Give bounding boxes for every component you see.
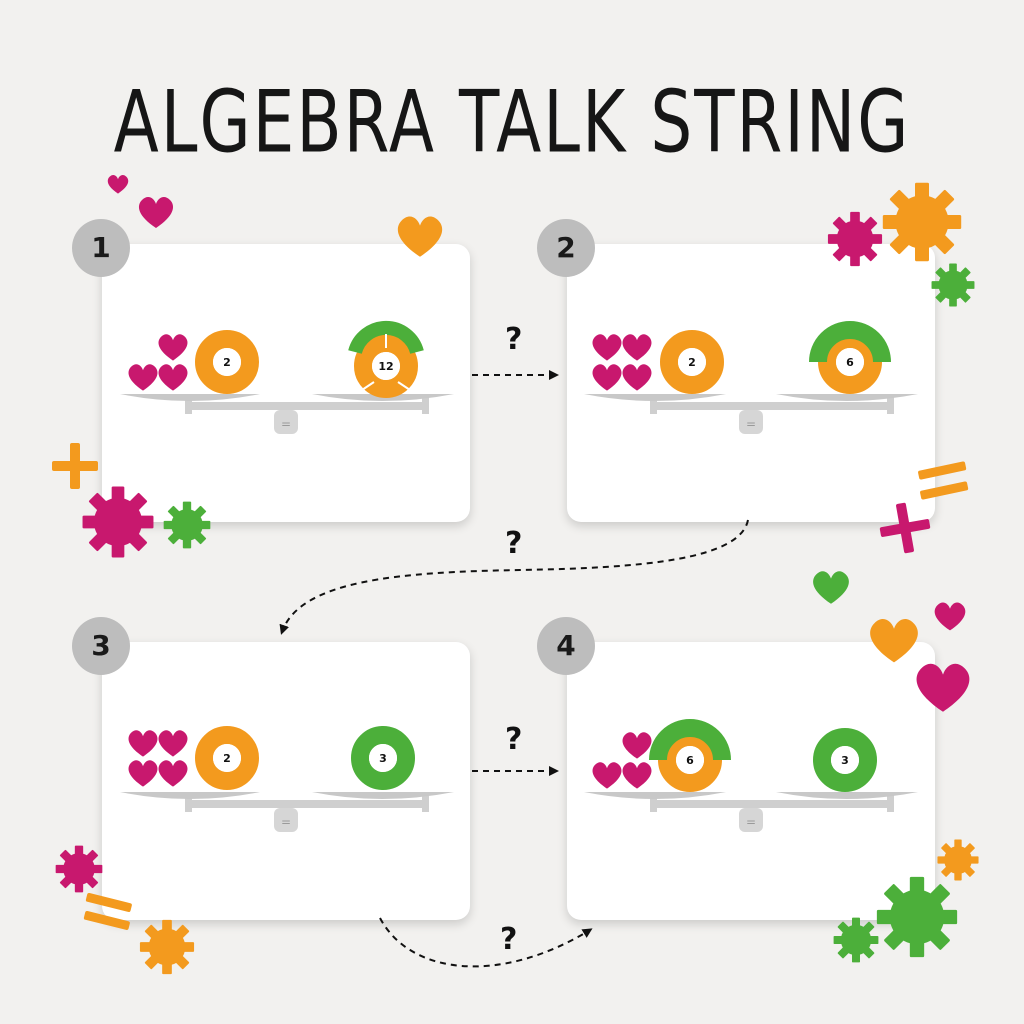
connector-question-3: ? — [505, 722, 523, 757]
ring-right-2-label: 6 — [846, 356, 854, 369]
gear-icon — [82, 486, 154, 558]
step-badge-3: 3 — [72, 617, 130, 675]
heart-icon — [622, 732, 652, 759]
connector-question-2: ? — [505, 526, 523, 561]
heart-icon — [622, 364, 652, 391]
balance-equals-1: = — [281, 417, 291, 431]
ring-right-2: 6 — [809, 321, 891, 394]
heart-icon — [158, 760, 188, 787]
heart-icon — [158, 730, 188, 757]
step-badge-2: 2 — [537, 219, 595, 277]
heart-icon — [158, 364, 188, 391]
balance-scale-3: = — [120, 792, 454, 832]
heart-icon — [934, 602, 966, 631]
heart-icon — [592, 364, 622, 391]
balance-equals-2: = — [746, 417, 756, 431]
balance-scale-1: = — [120, 394, 454, 434]
plus-sign — [52, 443, 98, 489]
hearts-group-4 — [592, 732, 652, 789]
ring-left-4: 6 — [649, 719, 731, 792]
step-panel-3 — [102, 642, 470, 920]
heart-icon — [138, 197, 174, 228]
step-badge-1: 1 — [72, 219, 130, 277]
gear-icon — [55, 845, 103, 893]
heart-icon — [128, 364, 158, 391]
hearts-group-2 — [592, 334, 652, 391]
balance-equals-4: = — [746, 815, 756, 829]
ring-right-4: 3 — [813, 728, 877, 792]
heart-icon — [107, 175, 129, 194]
heart-icon — [916, 663, 970, 712]
heart-icon — [813, 571, 849, 604]
plus-sign — [879, 502, 931, 554]
gear-icon — [937, 839, 979, 881]
ring-left-1: 2 — [195, 330, 259, 394]
heart-icon — [128, 760, 158, 787]
ring-right-4-label: 3 — [841, 754, 849, 767]
connector-arrow-3-4-bottom — [379, 917, 593, 968]
equals-sign — [83, 892, 132, 930]
connector-arrow-2-3 — [279, 519, 749, 635]
ring-left-3-label: 2 — [223, 752, 231, 765]
ring-left-1-label: 2 — [223, 356, 231, 369]
equals-sign — [918, 461, 969, 500]
balance-scale-2: = — [584, 394, 918, 434]
heart-icon — [397, 216, 443, 257]
heart-icon — [622, 762, 652, 789]
heart-icon — [128, 730, 158, 757]
ring-left-3: 2 — [195, 726, 259, 790]
connector-question-4: ? — [500, 922, 518, 957]
ring-right-3: 3 — [351, 726, 415, 790]
gear-icon — [827, 211, 883, 267]
connector-question-1: ? — [505, 322, 523, 357]
gear-icon — [931, 263, 975, 307]
ring-left-4-label: 6 — [686, 754, 694, 767]
gear-icon — [163, 501, 211, 549]
balance-equals-3: = — [281, 815, 291, 829]
balance-scale-4: = — [584, 792, 918, 832]
gear-icon — [139, 919, 195, 975]
hearts-group-3 — [128, 730, 188, 787]
ring-left-2-label: 2 — [688, 356, 696, 369]
ring-left-2: 2 — [660, 330, 724, 394]
page-title: ALGEBRA TALK STRING — [113, 72, 911, 173]
gear-icon — [882, 182, 962, 262]
heart-icon — [870, 619, 918, 663]
heart-icon — [592, 762, 622, 789]
heart-icon — [622, 334, 652, 361]
heart-icon — [158, 334, 188, 361]
heart-icon — [592, 334, 622, 361]
ring-right-1: 12 — [348, 320, 424, 398]
step-badge-4: 4 — [537, 617, 595, 675]
gear-icon — [876, 876, 958, 958]
ring-right-1-label: 12 — [378, 360, 393, 373]
hearts-group-1 — [128, 334, 188, 391]
ring-right-3-label: 3 — [379, 752, 387, 765]
gear-icon — [833, 917, 879, 963]
